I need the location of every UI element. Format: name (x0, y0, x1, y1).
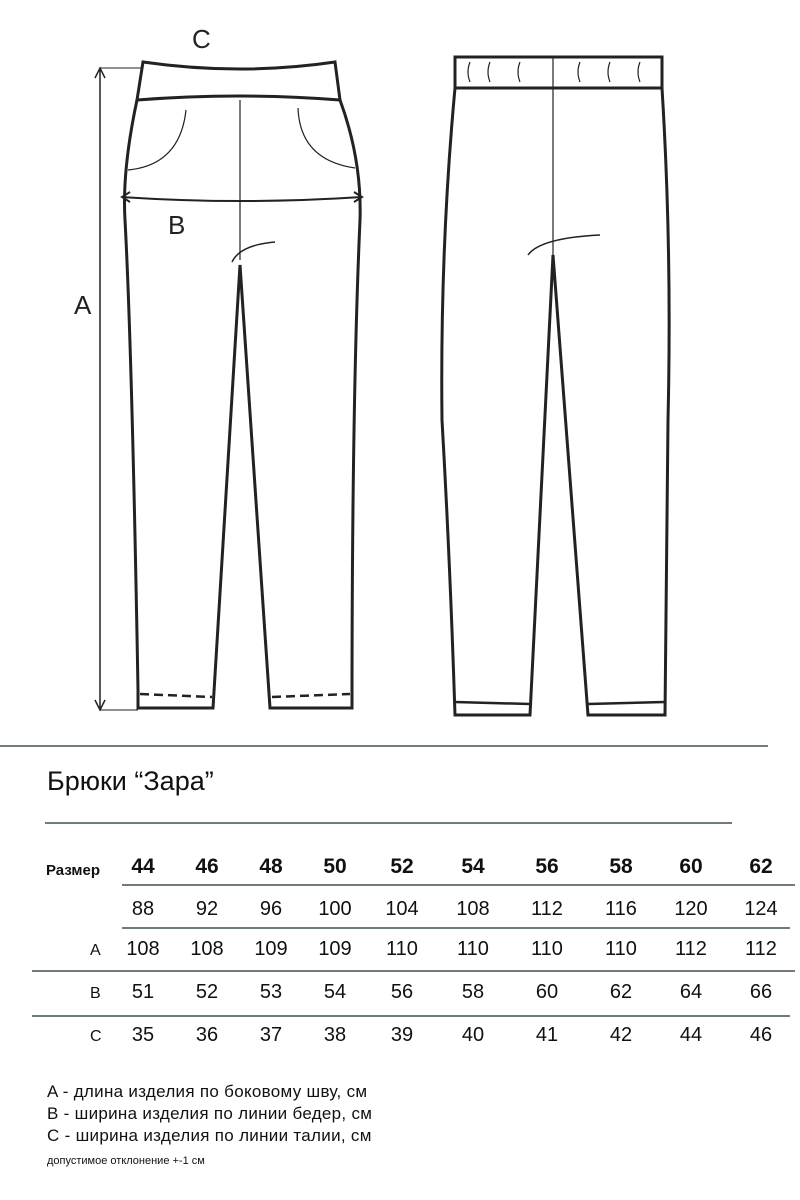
table-cell: 110 (531, 938, 563, 960)
table-cell: 64 (679, 981, 703, 1003)
table-cell: 66 (749, 981, 773, 1003)
back-view (440, 55, 671, 717)
size-header-label: Размер (46, 862, 101, 879)
table-cell: 58 (461, 981, 485, 1003)
table-cell: 108 (456, 898, 490, 920)
row-label: A (90, 942, 101, 959)
size-header-cell: 56 (535, 855, 559, 878)
table-cell: 38 (323, 1024, 347, 1046)
table-cell: 35 (131, 1024, 155, 1046)
legend-c: C - ширина изделия по линии талии, см (47, 1126, 372, 1145)
table-cell: 104 (385, 898, 419, 920)
size-header-cell: 46 (195, 855, 219, 878)
table-cell: 124 (744, 898, 778, 920)
legend-a: A - длина изделия по боковому шву, см (47, 1082, 368, 1101)
measure-label-c: C (192, 24, 211, 54)
table-cell: 112 (745, 938, 777, 960)
size-header-cell: 58 (609, 855, 633, 878)
table-cell: 100 (318, 898, 352, 920)
measure-label-b: B (168, 210, 186, 240)
table-cell: 110 (605, 938, 637, 960)
row-divider (32, 1015, 790, 1017)
table-cell: 112 (675, 938, 707, 960)
size-header-cell: 50 (323, 855, 347, 878)
table-cell: 116 (605, 898, 637, 920)
table-cell: 112 (531, 898, 563, 920)
table-cell: 109 (254, 938, 288, 960)
table-cell: 53 (259, 981, 283, 1003)
table-cell: 110 (457, 938, 489, 960)
size-header-cell: 60 (679, 855, 703, 878)
table-cell: 96 (259, 898, 283, 920)
table-cell: 36 (195, 1024, 219, 1046)
divider (0, 745, 768, 747)
table-cell: 46 (749, 1024, 773, 1046)
table-cell: 42 (609, 1024, 633, 1046)
measure-label-a: A (74, 290, 92, 320)
table-cell: 120 (674, 898, 708, 920)
size-header-cell: 62 (749, 855, 773, 878)
size-header-cell: 54 (461, 855, 485, 878)
product-title: Брюки “Зара” (47, 766, 214, 796)
table-cell: 60 (535, 981, 559, 1003)
row-divider (122, 927, 790, 929)
row-label: C (90, 1028, 102, 1045)
table-cell: 56 (390, 981, 414, 1003)
table-cell: 110 (386, 938, 418, 960)
table-cell: 54 (323, 981, 347, 1003)
size-header-cell: 48 (259, 855, 283, 878)
legend-b: B - ширина изделия по линии бедер, см (47, 1104, 373, 1123)
table-cell: 52 (195, 981, 219, 1003)
row-label: B (90, 985, 101, 1002)
table-cell: 108 (126, 938, 160, 960)
size-header-cell: 44 (131, 855, 155, 878)
pants-technical-drawing (94, 55, 671, 717)
row-divider (122, 884, 795, 886)
tolerance-note: допустимое отклонение +-1 см (47, 1155, 205, 1167)
table-cell: 51 (131, 981, 155, 1003)
table-cell: 37 (259, 1024, 283, 1046)
table-cell: 108 (190, 938, 224, 960)
table-cell: 40 (461, 1024, 485, 1046)
table-cell: 62 (609, 981, 633, 1003)
front-view (94, 60, 364, 712)
divider (45, 822, 732, 824)
table-cell: 92 (195, 898, 219, 920)
table-cell: 41 (535, 1024, 559, 1046)
table-cell: 109 (318, 938, 352, 960)
size-header-cell: 52 (390, 855, 414, 878)
table-cell: 44 (679, 1024, 703, 1046)
table-cell: 88 (131, 898, 155, 920)
row-divider (32, 970, 795, 972)
table-cell: 39 (390, 1024, 414, 1046)
